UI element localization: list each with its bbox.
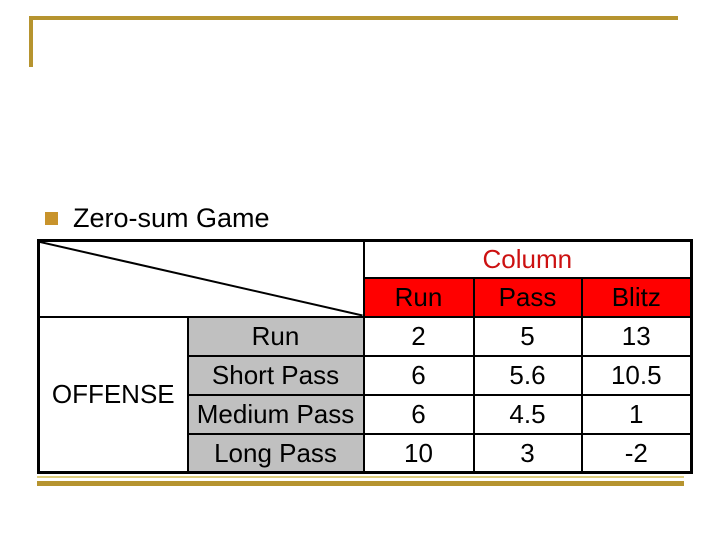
cell-medium-pass-vs-run: 6 [362,393,475,435]
column-group-header: Column [362,239,693,279]
column-headers-row: Run Pass Blitz [39,276,693,318]
table-row-medium-pass: Medium Pass 6 4.5 1 [39,393,693,435]
cell-short-pass-vs-blitz: 10.5 [580,354,693,396]
column-header-blitz: Blitz [580,276,693,318]
top-accent-line [29,16,678,20]
diagonal-corner-cell [37,239,365,318]
row-header-short-pass: Short Pass [186,354,365,396]
cell-run-vs-run: 2 [362,315,475,357]
table-row-run: OFFENSE Run 2 5 13 [37,315,693,474]
cell-medium-pass-vs-pass: 4.5 [472,393,583,435]
table-row-short-pass: Short Pass 6 5.6 10.5 [39,354,693,396]
diagonal-line [40,242,363,316]
bullet-square-icon [45,212,58,225]
cell-medium-pass-vs-blitz: 1 [580,393,693,435]
bullet-text: Zero-sum Game [73,203,270,233]
cell-long-pass-vs-run: 10 [362,432,475,474]
payoff-matrix-table: Column Run Pass Blitz OFFENSE Run 2 5 13… [37,239,694,474]
cell-run-vs-pass: 5 [472,315,583,357]
row-header-run: Run [186,315,365,357]
cell-short-pass-vs-pass: 5.6 [472,354,583,396]
column-header-pass: Pass [472,276,583,318]
table-row-long-pass: Long Pass 10 3 -2 [39,432,693,474]
cell-long-pass-vs-pass: 3 [472,432,583,474]
column-group-header-row: Column [37,239,693,318]
row-header-medium-pass: Medium Pass [186,393,365,435]
bottom-accent-line-thick [37,481,684,486]
row-header-long-pass: Long Pass [186,432,365,474]
row-group-header-offense: OFFENSE [37,315,189,474]
bottom-accent-line-thin [37,476,684,478]
cell-long-pass-vs-blitz: -2 [580,432,693,474]
cell-short-pass-vs-run: 6 [362,354,475,396]
column-header-run: Run [362,276,475,318]
left-accent-line [29,16,33,67]
cell-run-vs-blitz: 13 [580,315,693,357]
